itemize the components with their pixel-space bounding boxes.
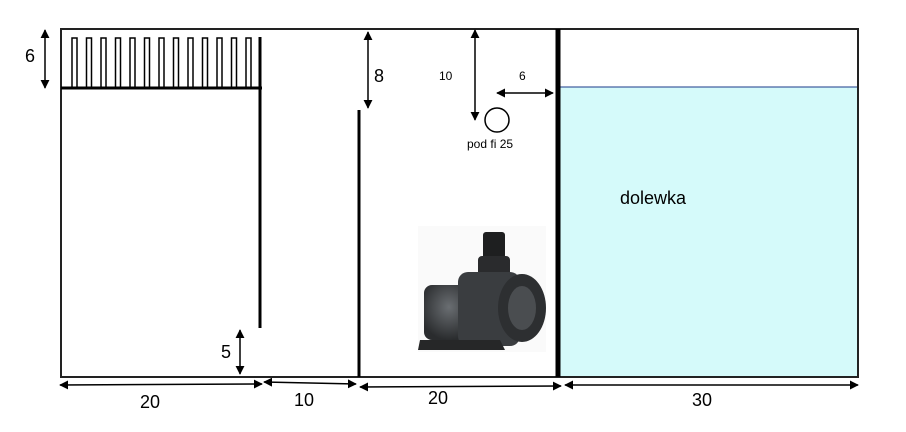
filter-tooth (143, 37, 151, 89)
filter-tooth (172, 37, 180, 89)
label-width-4: 30 (692, 390, 712, 410)
label-width-2: 10 (294, 390, 314, 410)
label-baffle-gap: 8 (374, 66, 384, 86)
filter-tooth (100, 37, 107, 89)
label-bottom-gap: 5 (221, 342, 231, 362)
filter-tooth (245, 37, 252, 89)
filter-tooth (201, 37, 209, 89)
dim-arrow-w2 (263, 377, 357, 389)
sump-outline (60, 28, 859, 378)
filter-tooth (187, 37, 194, 89)
outlet-hole (484, 107, 510, 133)
label-outlet-depth: 10 (439, 69, 453, 83)
label-width-3: 20 (428, 388, 448, 408)
topoff-water (560, 87, 858, 377)
filter-tooth (71, 37, 78, 89)
label-outlet-caption: pod fi 25 (467, 137, 513, 151)
filter-tooth (216, 37, 223, 89)
filter-sock-comb (71, 37, 252, 89)
return-pump-image (418, 226, 546, 352)
filter-tooth (158, 37, 165, 89)
filter-tooth (129, 37, 136, 89)
label-topoff: dolewka (620, 188, 687, 208)
label-width-1: 20 (140, 392, 160, 412)
label-filter-height: 6 (25, 46, 35, 66)
filter-tooth (230, 37, 238, 89)
label-outlet-offset: 6 (519, 69, 526, 83)
dim-arrow-w3 (359, 381, 562, 392)
filter-tooth (85, 37, 93, 89)
dim-arrow-w1 (59, 379, 263, 390)
filter-tooth (114, 37, 122, 89)
